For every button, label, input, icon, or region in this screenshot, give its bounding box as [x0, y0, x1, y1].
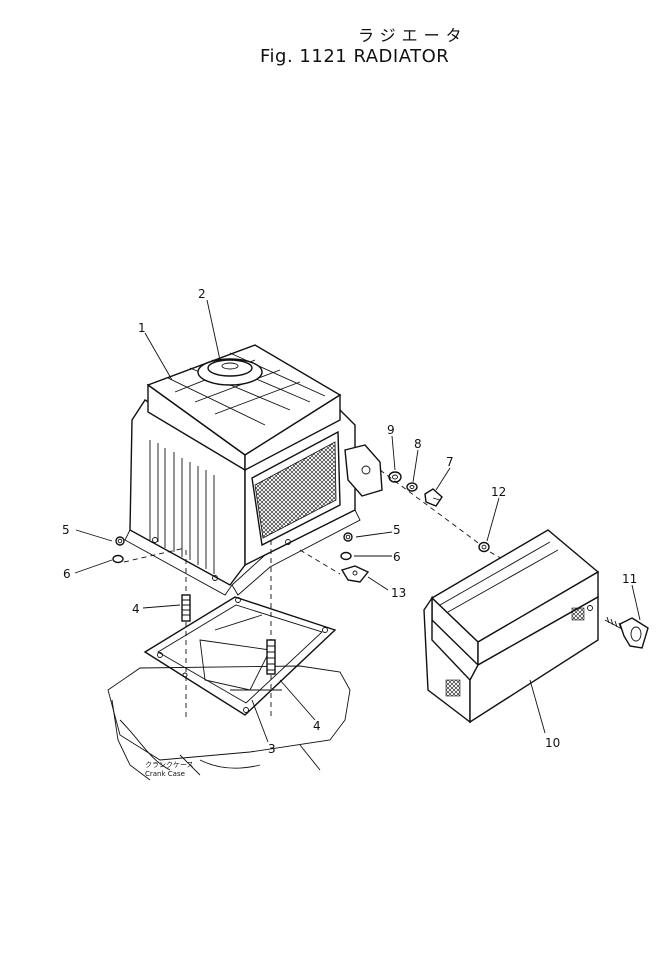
crank-case-label-jp: クランクケース — [145, 761, 194, 769]
callout-8: 8 — [414, 437, 422, 451]
callout-13: 13 — [391, 586, 406, 600]
callout-5-left: 5 — [62, 523, 70, 537]
callout-6-left: 6 — [63, 567, 71, 581]
leader-lines — [74, 299, 641, 743]
callout-1: 1 — [138, 321, 146, 335]
nut-washer-left — [112, 536, 186, 564]
callout-3: 3 — [268, 742, 276, 756]
callout-2: 2 — [198, 287, 206, 301]
knob-bolt-part-11 — [604, 616, 649, 649]
callout-11: 11 — [622, 572, 637, 586]
callout-10: 10 — [545, 736, 560, 750]
callout-4-left: 4 — [132, 602, 140, 616]
callout-7: 7 — [446, 455, 454, 469]
crank-case-label: Crank Case — [145, 770, 185, 778]
figure-title-japanese: ラジエータ — [358, 26, 468, 45]
stud-bolts-part-4 — [181, 540, 276, 720]
cover-part-10 — [423, 529, 600, 724]
crank-case-outline — [107, 665, 351, 781]
nut-washer-right — [299, 532, 370, 583]
radiator-body-part-1 — [124, 344, 383, 596]
gasket-part-3 — [143, 596, 337, 716]
callout-9: 9 — [387, 423, 395, 437]
callout-6-right: 6 — [393, 550, 401, 564]
figure-title: Fig. 1121 RADIATOR — [260, 46, 450, 67]
callout-4-right: 4 — [313, 719, 321, 733]
callout-5-right: 5 — [393, 523, 401, 537]
callout-12: 12 — [491, 485, 506, 499]
